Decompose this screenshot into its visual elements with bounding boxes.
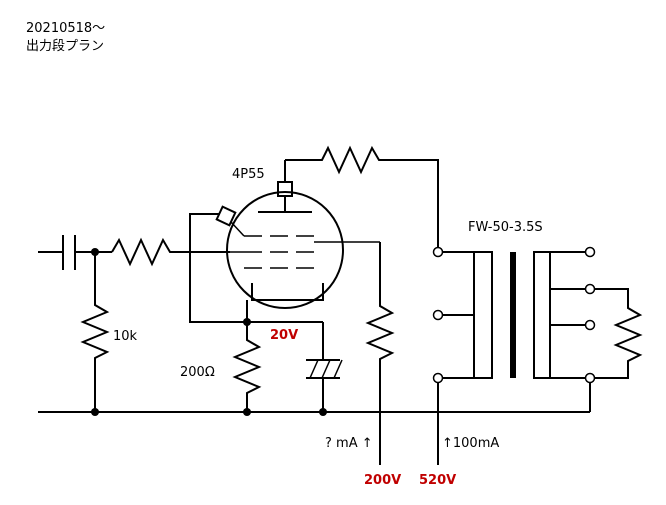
cathode-resistor-label: 200Ω	[180, 365, 215, 380]
grid-leak-label: 10k	[113, 329, 138, 344]
primary-terminal-top	[432, 246, 444, 258]
input-capacitor	[38, 235, 112, 270]
title-label: 出力段プラン	[26, 39, 104, 54]
secondary-terminal-2	[584, 283, 596, 295]
secondary-terminal-3	[584, 319, 596, 331]
date-label: 20210518～	[26, 21, 105, 36]
plate-current-label: ↑100mA	[442, 436, 499, 451]
screen-resistor	[365, 242, 395, 465]
secondary-terminal-4	[584, 372, 596, 384]
screen-current-label: ? mA ↑	[325, 436, 373, 451]
tube-4p55	[189, 160, 380, 323]
tube-label: 4P55	[232, 167, 265, 182]
screen-voltage-label: 200V	[364, 473, 401, 488]
speaker-load-resistor	[594, 288, 643, 379]
plate-load-resistor	[285, 145, 439, 248]
output-transformer	[443, 251, 585, 379]
bypass-capacitor	[306, 322, 343, 412]
primary-terminal-bottom	[432, 372, 444, 384]
secondary-terminal-1	[584, 246, 596, 258]
grid-leak-resistor	[80, 252, 110, 412]
primary-terminal-center	[432, 309, 444, 321]
cathode-voltage-label: 20V	[270, 328, 298, 343]
transformer-label: FW-50-3.5S	[468, 220, 543, 235]
cathode-resistor	[232, 322, 262, 412]
plate-voltage-label: 520V	[419, 473, 456, 488]
grid-stopper-resistor	[111, 237, 230, 267]
junction-dot-ground-1	[91, 408, 99, 416]
